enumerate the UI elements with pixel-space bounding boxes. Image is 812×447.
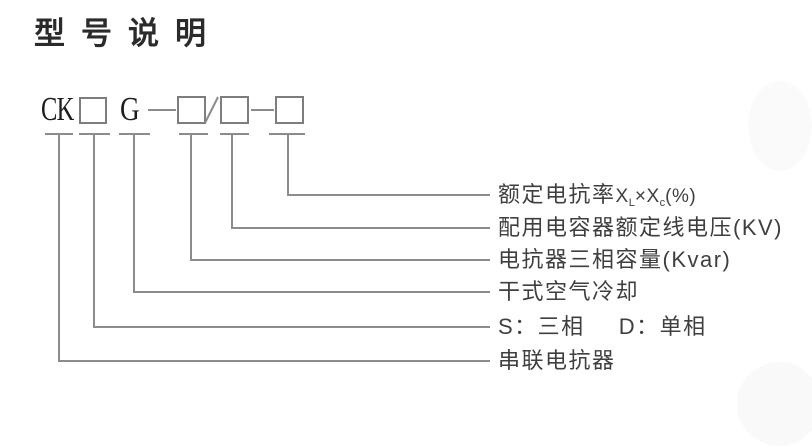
connector-rated-reactance	[287, 134, 490, 196]
code-placeholder-box-3	[220, 96, 249, 124]
label-dry-air-cooling: 干式空气冷却	[498, 279, 640, 304]
label-phase-d: D：单相	[618, 314, 707, 339]
label-phase-s: S：三相	[498, 314, 585, 339]
model-code-prefix: CK	[41, 91, 74, 128]
label-capacitor-line-voltage: 配用电容器额定线电压(KV)	[498, 215, 784, 240]
connector-three-phase-capacity	[190, 134, 490, 261]
code-placeholder-box-1	[79, 97, 107, 124]
connector-phase	[93, 134, 490, 328]
label-phase: S：三相 D：单相	[498, 314, 707, 340]
label-rated-reactance: 额定电抗率XL×Xc(%)	[498, 182, 697, 209]
connector-series-reactor	[58, 134, 490, 362]
connector-dry-air-cooling	[133, 134, 490, 293]
page-title: 型号说明	[34, 16, 222, 51]
label-three-phase-capacity: 电抗器三相容量(Kvar)	[498, 247, 732, 272]
code-placeholder-box-4	[275, 96, 304, 124]
code-slash	[204, 96, 219, 124]
label-rated-reactance-text: 额定电抗率	[498, 182, 616, 207]
code-placeholder-box-2	[177, 96, 206, 124]
label-series-reactor: 串联电抗器	[498, 348, 616, 373]
label-rated-reactance-formula: XL×Xc(%)	[615, 186, 697, 209]
connector-capacitor-line-voltage	[231, 134, 490, 229]
model-code-cooling-letter: G	[120, 91, 140, 128]
